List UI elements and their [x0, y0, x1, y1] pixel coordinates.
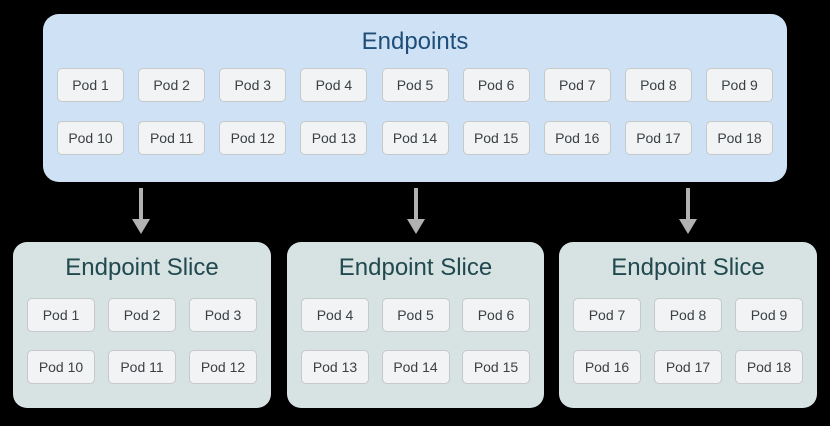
pod: Pod 18: [706, 121, 773, 155]
slice-pod-row-1: Pod 1 Pod 2 Pod 3: [27, 298, 257, 332]
down-arrow-icon: [407, 188, 425, 234]
arrow-stem: [139, 188, 143, 219]
endpoints-pod-row-1: Pod 1 Pod 2 Pod 3 Pod 4 Pod 5 Pod 6 Pod …: [57, 68, 773, 102]
pod: Pod 15: [462, 350, 530, 384]
pod: Pod 6: [462, 298, 530, 332]
pod: Pod 13: [300, 121, 368, 155]
slice-pod-row-1: Pod 7 Pod 8 Pod 9: [573, 298, 803, 332]
pod: Pod 3: [219, 68, 287, 102]
pod: Pod 4: [300, 68, 368, 102]
pod: Pod 14: [381, 350, 450, 384]
endpoints-box: Endpoints Pod 1 Pod 2 Pod 3 Pod 4 Pod 5 …: [43, 14, 787, 182]
pod: Pod 2: [138, 68, 206, 102]
endpoint-slice-title: Endpoint Slice: [65, 254, 219, 281]
pod: Pod 10: [57, 121, 124, 155]
arrow-stem: [686, 188, 690, 219]
pod: Pod 14: [381, 121, 449, 155]
endpoint-slice-box-3: Endpoint Slice Pod 7 Pod 8 Pod 9 Pod 16 …: [559, 242, 817, 408]
pod: Pod 2: [108, 298, 176, 332]
pod: Pod 4: [301, 298, 369, 332]
pod: Pod 1: [57, 68, 124, 102]
pod: Pod 15: [462, 121, 530, 155]
pod: Pod 1: [27, 298, 95, 332]
pod: Pod 12: [189, 350, 257, 384]
pod: Pod 7: [543, 68, 611, 102]
endpoint-slice-title: Endpoint Slice: [338, 254, 493, 281]
pod: Pod 18: [735, 350, 803, 384]
pod: Pod 5: [381, 298, 450, 332]
endpoint-slice-box-1: Endpoint Slice Pod 1 Pod 2 Pod 3 Pod 10 …: [13, 242, 271, 408]
pod: Pod 11: [138, 121, 206, 155]
pod: Pod 13: [301, 350, 369, 384]
arrow-head: [132, 219, 150, 234]
pod: Pod 16: [543, 121, 611, 155]
slice-pod-row-2: Pod 13 Pod 14 Pod 15: [301, 350, 530, 384]
arrow-head: [407, 219, 425, 234]
pod: Pod 9: [706, 68, 773, 102]
slice-pod-row-2: Pod 10 Pod 11 Pod 12: [27, 350, 257, 384]
pod: Pod 9: [735, 298, 803, 332]
pod: Pod 11: [108, 350, 176, 384]
endpoint-slice-box-2: Endpoint Slice Pod 4 Pod 5 Pod 6 Pod 13 …: [287, 242, 544, 408]
pod: Pod 17: [654, 350, 722, 384]
endpoints-title: Endpoints: [361, 28, 469, 55]
pod: Pod 6: [462, 68, 530, 102]
endpoints-pod-row-2: Pod 10 Pod 11 Pod 12 Pod 13 Pod 14 Pod 1…: [57, 121, 773, 155]
down-arrow-icon: [679, 188, 697, 234]
pod: Pod 16: [573, 350, 641, 384]
arrow-head: [679, 219, 697, 234]
pod: Pod 12: [219, 121, 287, 155]
pod: Pod 3: [189, 298, 257, 332]
pod: Pod 17: [624, 121, 692, 155]
pod: Pod 5: [381, 68, 449, 102]
down-arrow-icon: [132, 188, 150, 234]
slice-pod-row-1: Pod 4 Pod 5 Pod 6: [301, 298, 530, 332]
pod: Pod 8: [624, 68, 692, 102]
pod: Pod 10: [27, 350, 95, 384]
pod: Pod 7: [573, 298, 641, 332]
endpoint-slice-title: Endpoint Slice: [611, 254, 765, 281]
slice-pod-row-2: Pod 16 Pod 17 Pod 18: [573, 350, 803, 384]
arrow-stem: [414, 188, 418, 219]
pod: Pod 8: [654, 298, 722, 332]
